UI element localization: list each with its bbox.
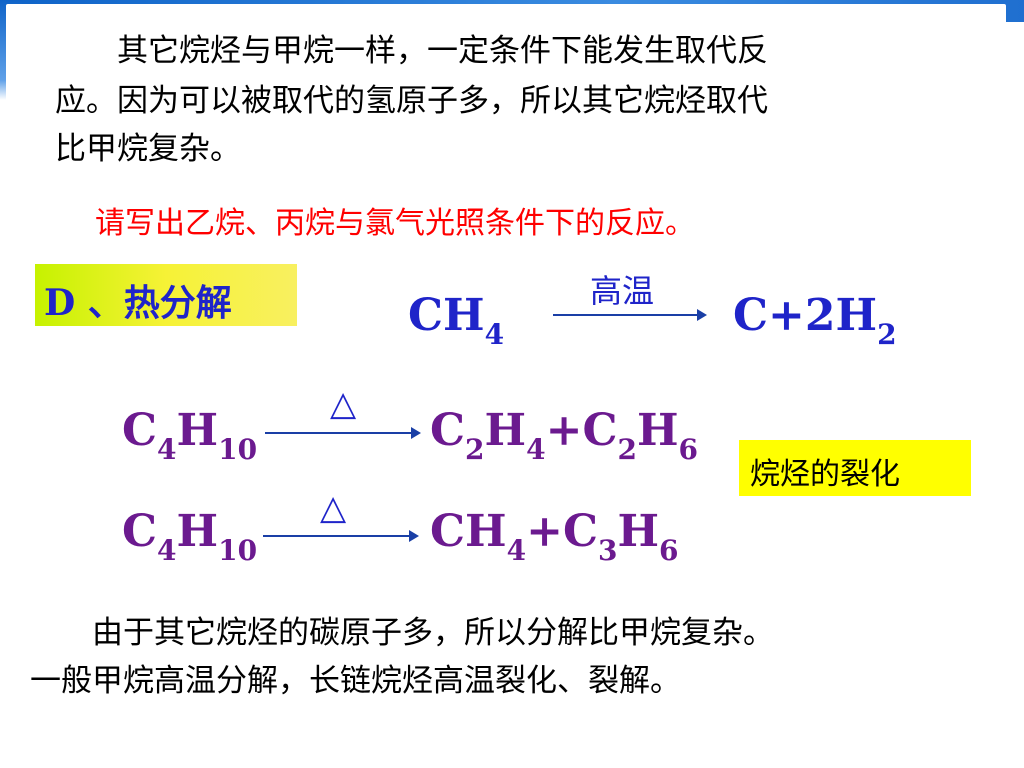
reaction1-reactant: CH4 [408,290,505,351]
summary-line-2: 一般甲烷高温分解，长链烷烃高温裂化、裂解。 [30,663,681,699]
reaction2-product: C2H4+C2H6 [430,405,699,466]
question-text: 请写出乙烷、丙烷与氯气光照条件下的反应。 [95,206,695,241]
slide-sheet [6,4,1006,768]
reaction3-reactant: C4H10 [122,506,258,567]
intro-line-1: 其它烷烃与甲烷一样，一定条件下能发生取代反 [55,33,768,69]
section-label-box [35,264,297,326]
intro-line-2: 应。因为可以被取代的氢原子多，所以其它烷烃取代 [55,83,768,119]
reaction1-product: C+2H2 [733,290,897,351]
summary-line-1: 由于其它烷烃的碳原子多，所以分解比甲烷复杂。 [30,615,774,651]
cracking-label: 烷烃的裂化 [750,457,900,492]
reaction2-heat-triangle: △ [330,384,357,424]
reaction3-product: CH4+C3H6 [430,506,679,567]
reaction1-arrow [553,309,707,321]
reaction3-heat-triangle: △ [320,488,347,528]
reaction1-condition: 高温 [590,272,655,310]
reaction2-arrow [265,427,421,439]
section-label: D 、热分解 [44,282,232,324]
cracking-label-box [739,440,971,496]
intro-line-3: 比甲烷复杂。 [55,131,241,167]
reaction2-reactant: C4H10 [122,405,258,466]
reaction3-arrow [263,530,419,542]
